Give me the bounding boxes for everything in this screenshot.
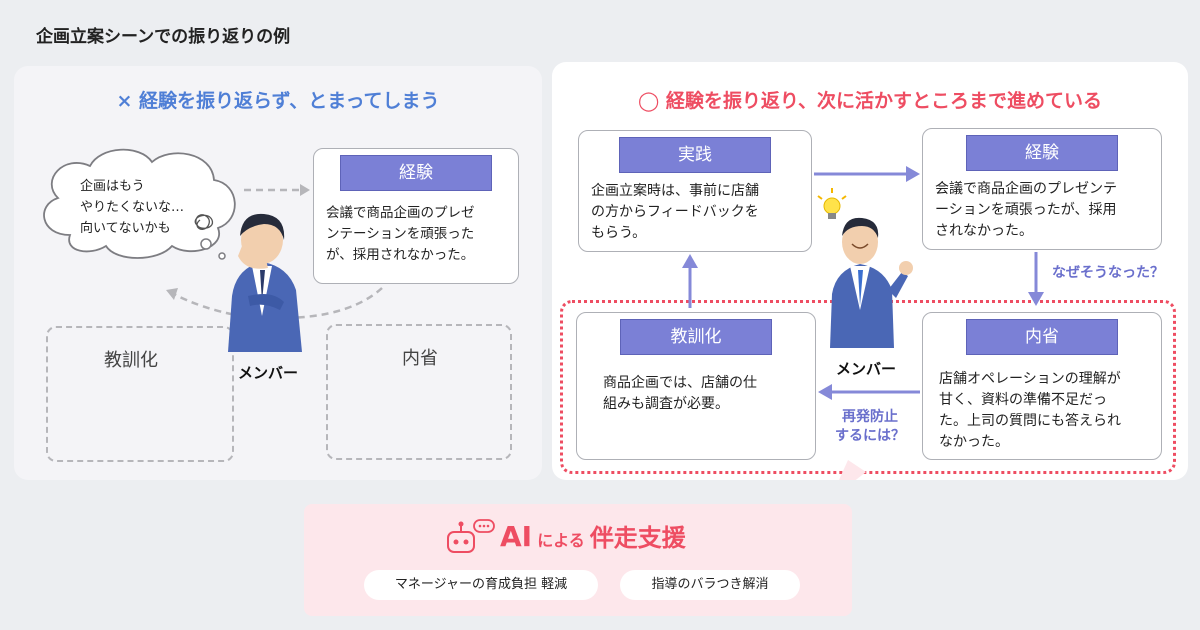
thought-cloud-icon bbox=[43, 148, 236, 260]
ai-robot-chat-icon bbox=[447, 519, 495, 553]
left-heading: × 経験を振り返らず、とまってしまう bbox=[116, 90, 440, 112]
lightbulb-icon bbox=[817, 188, 847, 219]
left-reflection-label: 内省 bbox=[402, 348, 438, 369]
left-reflection-box: 内省 bbox=[326, 324, 512, 460]
lesson-tag: 教訓化 bbox=[620, 319, 772, 355]
reflection-line-4: なかった。 bbox=[939, 434, 1009, 450]
lesson-line-1: 商品企画では、店舗の仕 bbox=[603, 375, 757, 391]
left-experience-tag: 経験 bbox=[340, 155, 492, 191]
right-experience-tag: 経験 bbox=[966, 135, 1118, 171]
right-member-label: メンバー bbox=[836, 360, 897, 378]
cycle-arrows bbox=[682, 166, 1044, 480]
sad-member-icon bbox=[228, 213, 302, 352]
thought-line-3: 向いてないかも bbox=[80, 221, 171, 236]
left-experience-line-1: 会議で商品企画のプレゼ bbox=[326, 205, 475, 221]
right-experience-line-2: ーションを頑張ったが、採用 bbox=[935, 202, 1117, 218]
reflection-line-1: 店舗オペレーションの理解が bbox=[939, 371, 1121, 387]
prevent-note-line-2: するには？ bbox=[835, 428, 905, 444]
right-experience-line-3: されなかった。 bbox=[935, 223, 1033, 239]
left-lesson-label: 教訓化 bbox=[104, 350, 158, 371]
ai-heading: AI による 伴走支援 bbox=[500, 518, 686, 553]
pill-guidance-variance: 指導のバラつき解消 bbox=[620, 570, 800, 600]
ai-text: AI bbox=[500, 520, 533, 553]
reflection-line-2: 甘く、資料の準備不足だっ bbox=[939, 392, 1107, 408]
happy-member-icon bbox=[830, 217, 913, 348]
lesson-card: 教訓化 商品企画では、店舗の仕 組みも調査が必要。 bbox=[576, 312, 816, 460]
prevent-note-line-1: 再発防止 bbox=[842, 409, 898, 425]
right-experience-card: 経験 会議で商品企画のプレゼンテ ーションを頑張ったが、採用 されなかった。 bbox=[922, 128, 1162, 250]
right-heading: ◯ 経験を振り返り、次に活かすところまで進めている bbox=[637, 90, 1103, 112]
thought-line-1: 企画はもう bbox=[80, 179, 145, 194]
reflection-tag: 内省 bbox=[966, 319, 1118, 355]
left-experience-card: 経験 会議で商品企画のプレゼ ンテーションを頑張った が、採用されなかった。 bbox=[313, 148, 519, 284]
why-note: なぜそうなった？ bbox=[1052, 265, 1164, 281]
practice-tag: 実践 bbox=[619, 137, 771, 173]
page-title: 企画立案シーンでの振り返りの例 bbox=[36, 27, 291, 47]
ai-title: 伴走支援 bbox=[589, 524, 686, 552]
practice-line-3: もらう。 bbox=[591, 225, 647, 241]
left-experience-line-2: ンテーションを頑張った bbox=[326, 226, 475, 242]
reflection-card: 内省 店舗オペレーションの理解が 甘く、資料の準備不足だっ た。上司の質問にも答… bbox=[922, 312, 1162, 460]
practice-line-1: 企画立案時は、事前に店舗 bbox=[591, 183, 759, 199]
thought-line-2: やりたくないな… bbox=[80, 200, 185, 215]
left-experience-line-3: が、採用されなかった。 bbox=[326, 247, 475, 263]
right-experience-line-1: 会議で商品企画のプレゼンテ bbox=[935, 181, 1117, 197]
left-member-label: メンバー bbox=[238, 364, 299, 382]
left-lesson-box: 教訓化 bbox=[46, 326, 234, 462]
reflection-line-3: た。上司の質問にも答えられ bbox=[939, 413, 1121, 429]
practice-line-2: の方からフィードバックを bbox=[591, 204, 759, 220]
ai-niyoru-text: による bbox=[537, 531, 585, 550]
pill-manager-burden: マネージャーの育成負担 軽減 bbox=[364, 570, 598, 600]
lesson-line-2: 組みも調査が必要。 bbox=[603, 396, 729, 412]
practice-card: 実践 企画立案時は、事前に店舗 の方からフィードバックを もらう。 bbox=[578, 130, 812, 252]
